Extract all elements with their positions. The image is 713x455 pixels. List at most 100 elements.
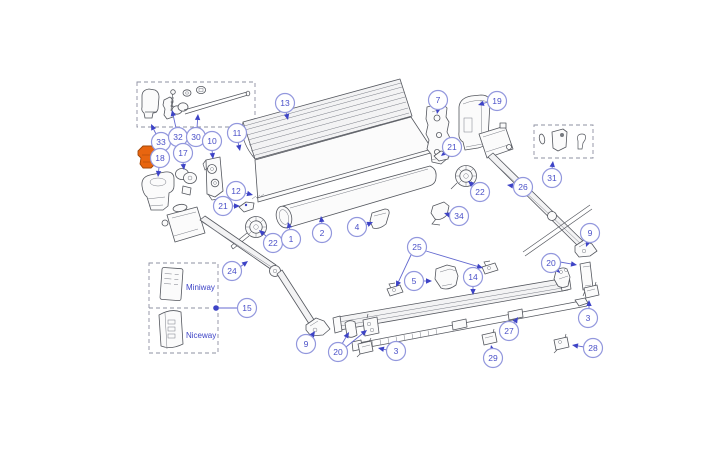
svg-text:9: 9 [304, 339, 309, 349]
svg-text:17: 17 [178, 148, 188, 158]
callout-29[interactable]: 29 [482, 345, 504, 369]
part-motor [478, 122, 514, 159]
callout-13[interactable]: 13 [274, 92, 296, 121]
miniway-label: Miniway [186, 283, 215, 292]
part-arm-right-26 [487, 152, 593, 257]
niceway-label: Niceway [186, 331, 216, 340]
part-cassette-case-13 [241, 78, 413, 160]
part-bracket-20-right [553, 267, 571, 288]
callout-5[interactable]: 5 [403, 270, 433, 292]
callout-9-right[interactable]: 9 [579, 222, 601, 248]
svg-text:3: 3 [586, 313, 591, 323]
remote-options-box-15: Miniway Niceway [148, 262, 219, 354]
svg-text:15: 15 [242, 303, 252, 313]
part-screw [170, 89, 176, 112]
callout-14[interactable]: 14 [462, 266, 484, 296]
svg-text:10: 10 [207, 136, 217, 146]
callout-18[interactable]: 18 [149, 147, 171, 178]
part-rod [183, 90, 251, 115]
svg-text:4: 4 [355, 222, 360, 232]
svg-text:11: 11 [233, 128, 242, 138]
svg-text:22: 22 [268, 238, 278, 248]
callout-22-left[interactable]: 22 [259, 230, 284, 254]
callout-26[interactable]: 26 [507, 176, 534, 198]
svg-text:3: 3 [394, 346, 399, 356]
callout-34[interactable]: 34 [444, 205, 470, 227]
callout-22-right[interactable]: 22 [468, 181, 491, 203]
callout-20-left[interactable]: 20 [327, 330, 368, 363]
svg-text:32: 32 [173, 132, 183, 142]
part-clip-28 [553, 333, 570, 354]
part-gear-22-right [450, 165, 477, 190]
callout-21-right[interactable]: 21 [441, 136, 463, 158]
svg-text:29: 29 [488, 353, 498, 363]
svg-text:19: 19 [492, 96, 502, 106]
svg-text:14: 14 [468, 272, 478, 282]
svg-text:28: 28 [588, 343, 598, 353]
part-clip-3-right [583, 281, 600, 299]
svg-text:34: 34 [454, 211, 464, 221]
callout-1[interactable]: 1 [280, 222, 302, 250]
hardware-kit-box [136, 81, 256, 128]
callout-32[interactable]: 32 [167, 110, 189, 148]
part-coupler [171, 102, 189, 115]
svg-text:24: 24 [227, 266, 237, 276]
callout-28[interactable]: 28 [572, 337, 604, 359]
part-arm-foot-left-9 [305, 317, 331, 337]
callout-21-left[interactable]: 21 [212, 195, 241, 217]
callout-17[interactable]: 17 [172, 142, 194, 171]
svg-text:20: 20 [333, 347, 343, 357]
callout-20-right[interactable]: 20 [540, 252, 578, 274]
svg-text:12: 12 [231, 186, 241, 196]
part-support-5 [434, 264, 459, 290]
svg-text:33: 33 [156, 137, 166, 147]
part-clip-25-right [481, 260, 499, 275]
part-nuts [182, 86, 206, 97]
callout-31[interactable]: 31 [541, 161, 563, 189]
part-arm-left-24 [161, 203, 319, 331]
callout-11[interactable]: 11 [226, 122, 248, 152]
callout-2[interactable]: 2 [311, 216, 333, 244]
callout-24[interactable]: 24 [221, 260, 249, 282]
svg-text:30: 30 [191, 132, 201, 142]
part-bracket-34 [430, 201, 450, 226]
part-panel-20-right [579, 261, 594, 291]
callout-10[interactable]: 10 [201, 130, 223, 160]
part-clip-21-left [238, 201, 255, 213]
callout-27[interactable]: 27 [498, 317, 520, 342]
part-bracket-4 [369, 208, 390, 229]
callout-9-left[interactable]: 9 [295, 331, 317, 355]
callout-4[interactable]: 4 [346, 216, 374, 238]
callout-7[interactable]: 7 [427, 89, 449, 115]
svg-text:18: 18 [155, 153, 165, 163]
spare-kit-box-31 [533, 124, 594, 159]
callout-12[interactable]: 12 [225, 180, 254, 202]
svg-text:27: 27 [504, 326, 514, 336]
callout-19[interactable]: 19 [478, 90, 508, 112]
part-roller-tube-1-2 [275, 165, 437, 229]
callout-3-right[interactable]: 3 [577, 300, 599, 329]
svg-text:21: 21 [218, 201, 228, 211]
svg-text:21: 21 [447, 142, 457, 152]
svg-text:22: 22 [475, 187, 485, 197]
part-end-cap [141, 88, 160, 119]
svg-text:13: 13 [280, 98, 290, 108]
callout-15[interactable]: 15 [213, 297, 258, 319]
callout-33[interactable]: 33 [150, 124, 172, 153]
remote-miniway [159, 267, 184, 301]
svg-text:26: 26 [518, 182, 528, 192]
svg-text:5: 5 [412, 276, 417, 286]
remote-niceway [158, 310, 184, 350]
callout-25[interactable]: 25 [396, 236, 483, 288]
callout-3-left[interactable]: 3 [378, 340, 407, 362]
part-clip-3-left [356, 337, 374, 358]
part-end-cover-18 [141, 171, 175, 211]
part-gearbox-10 [202, 156, 224, 201]
svg-text:31: 31 [547, 173, 557, 183]
svg-text:9: 9 [588, 228, 593, 238]
svg-text:20: 20 [546, 258, 556, 268]
svg-text:2: 2 [320, 228, 325, 238]
